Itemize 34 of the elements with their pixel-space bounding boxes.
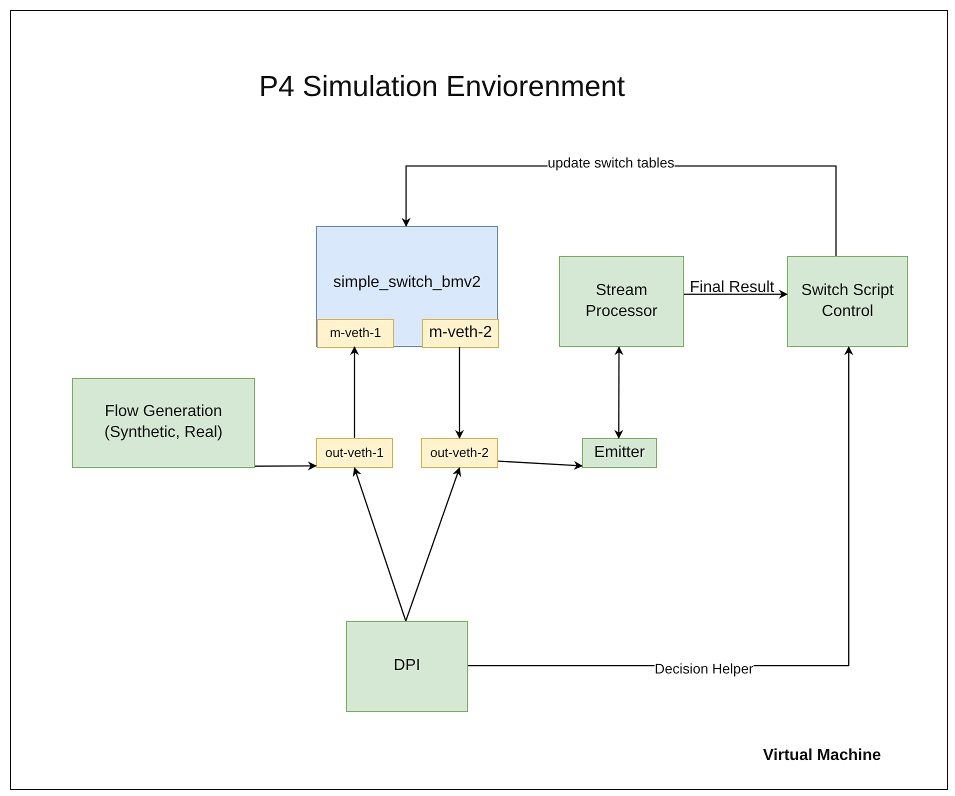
node-label: out-veth-2	[430, 444, 489, 462]
process-box	[787, 256, 908, 347]
node-label: m-veth-1	[330, 325, 382, 342]
node-label: Switch Script Control	[800, 280, 895, 322]
virtual-machine-frame	[10, 10, 948, 790]
process-box	[559, 256, 684, 347]
edge-label: update switch tables	[548, 155, 674, 171]
edge-label: Decision Helper	[654, 661, 754, 677]
arrow	[614, 346, 624, 439]
process-box	[72, 378, 255, 468]
node-label: Stream Processor	[584, 280, 659, 322]
node-label: simple_switch_bmv2	[333, 273, 481, 293]
node-label: out-veth-1	[325, 444, 384, 462]
node-label: DPI	[394, 656, 420, 676]
interface-box	[316, 438, 393, 468]
node-label: Virtual Machine	[763, 746, 881, 766]
node-label: Emitter	[594, 442, 645, 463]
arrow	[350, 346, 359, 438]
node-label: m-veth-2	[428, 323, 492, 344]
arrow	[684, 290, 788, 299]
arrow	[352, 467, 406, 622]
diagram-title: P4 Simulation Enviorenment	[259, 71, 625, 104]
process-box	[582, 438, 657, 468]
interface-box	[317, 319, 394, 348]
switch-box	[316, 226, 498, 347]
arrow	[455, 347, 464, 439]
interface-box	[422, 319, 499, 348]
arrow	[255, 461, 317, 470]
arrow	[498, 460, 583, 470]
interface-box	[421, 438, 498, 468]
process-box	[346, 621, 468, 712]
arrow	[405, 467, 462, 622]
edge-label: Final Result	[690, 279, 774, 297]
node-label: Flow Generation (Synthetic, Real)	[103, 402, 224, 443]
